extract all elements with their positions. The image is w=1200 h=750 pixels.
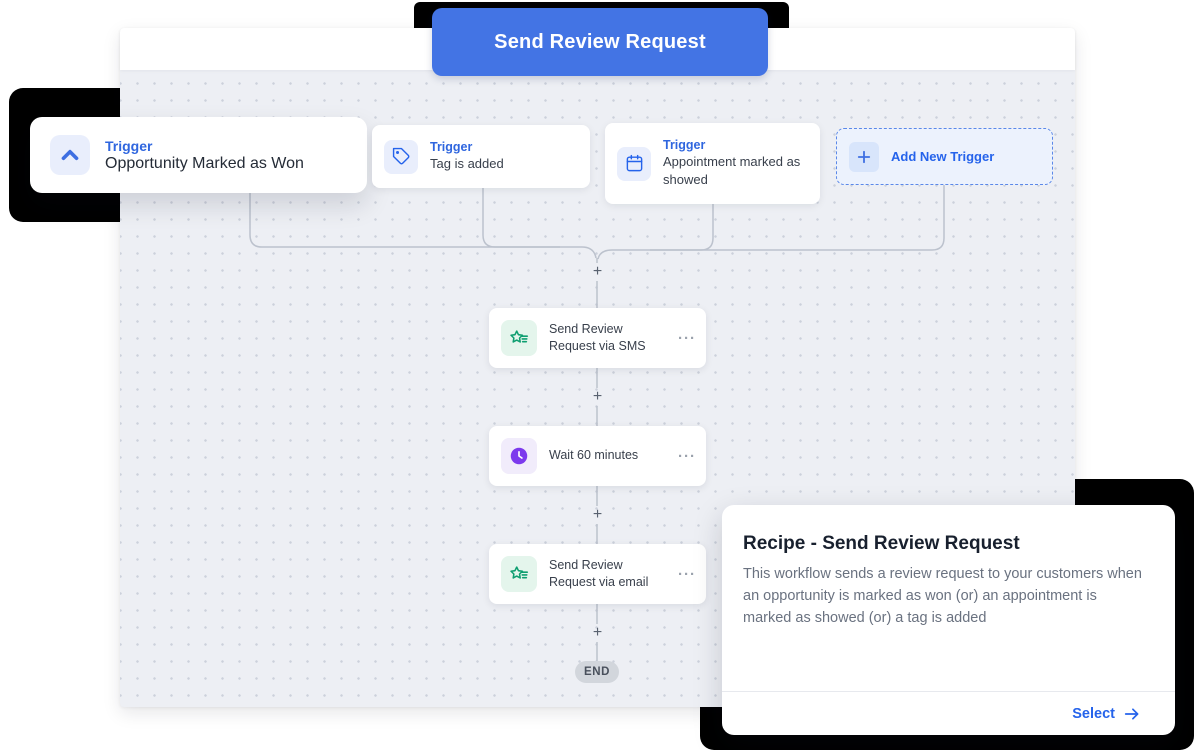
recipe-select-button[interactable]: Select	[722, 691, 1175, 735]
merge-add-step-plus[interactable]: +	[592, 263, 603, 280]
node-label: Wait 60 minutes	[549, 448, 639, 463]
chevron-up-icon	[50, 135, 90, 175]
node-menu-button[interactable]: ···	[678, 329, 696, 347]
add-new-trigger-button[interactable]: Add New Trigger	[836, 128, 1053, 185]
trigger-name-label: Opportunity Marked as Won	[105, 154, 304, 172]
end-badge: END	[575, 661, 619, 683]
banner-label: Send Review Request	[494, 30, 706, 53]
calendar-icon	[617, 146, 651, 181]
add-step-plus[interactable]: +	[592, 506, 603, 523]
recipe-title: Recipe - Send Review Request	[743, 533, 1020, 554]
review-star-icon	[501, 556, 537, 592]
end-label: END	[583, 666, 611, 678]
review-star-icon	[501, 320, 537, 356]
trigger-card-opportunity-won[interactable]: Trigger Opportunity Marked as Won	[30, 117, 367, 193]
node-menu-button[interactable]: ···	[678, 565, 696, 583]
node-label: Send Review Request via SMS	[549, 321, 646, 354]
trigger-card-appointment-showed[interactable]: Trigger Appointment marked as showed	[605, 123, 820, 204]
add-step-plus[interactable]: +	[592, 624, 603, 641]
trigger-kind-label: Trigger	[105, 137, 153, 154]
trigger-kind-label: Trigger	[663, 138, 706, 153]
tag-icon	[384, 139, 418, 174]
recipe-description: This workflow sends a review request to …	[743, 566, 1142, 626]
node-send-review-request-sms[interactable]: Send Review Request via SMS ···	[489, 308, 706, 368]
node-menu-button[interactable]: ···	[678, 447, 696, 465]
select-label: Select	[1072, 705, 1115, 722]
send-review-request-banner-button[interactable]: Send Review Request	[432, 8, 768, 76]
add-new-trigger-label: Add New Trigger	[891, 149, 995, 164]
trigger-name-label: Tag is added	[430, 156, 504, 172]
trigger-kind-label: Trigger	[430, 140, 473, 155]
plus-icon	[849, 141, 879, 172]
trigger-name-label: Appointment marked as showed	[663, 154, 801, 187]
add-step-plus[interactable]: +	[592, 388, 603, 405]
clock-icon	[501, 438, 537, 474]
recipe-card: Recipe - Send Review Request This workfl…	[722, 505, 1175, 735]
trigger-card-tag-added[interactable]: Trigger Tag is added	[372, 125, 590, 188]
node-send-review-request-email[interactable]: Send Review Request via email ···	[489, 544, 706, 604]
node-wait-60-minutes[interactable]: Wait 60 minutes ···	[489, 426, 706, 486]
node-label: Send Review Request via email	[549, 557, 649, 590]
arrow-right-icon	[1123, 705, 1141, 723]
